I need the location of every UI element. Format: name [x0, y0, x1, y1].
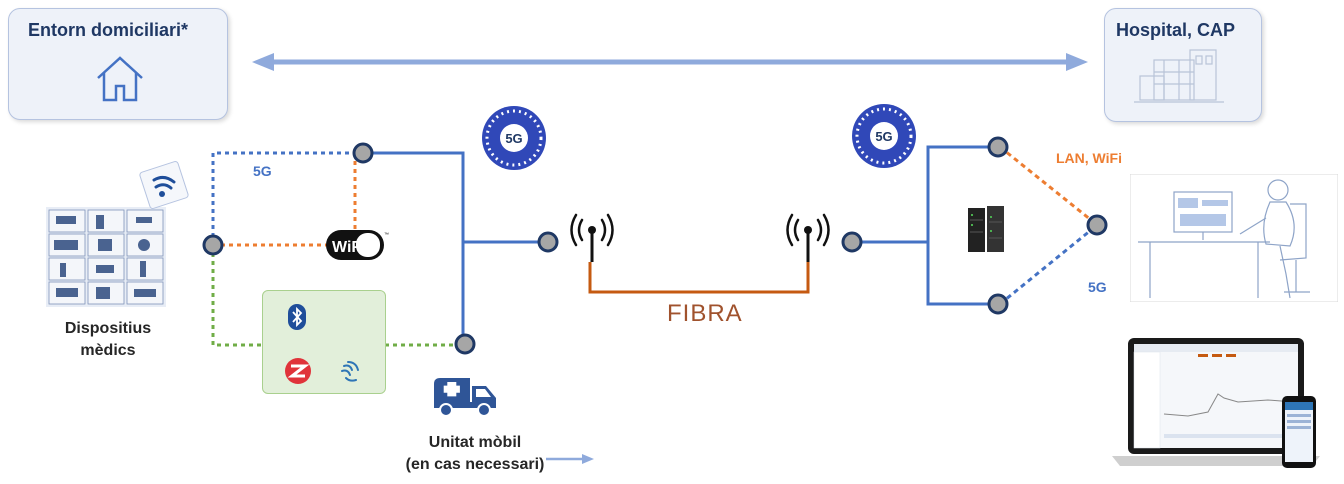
- fibra-label: FIBRA: [667, 300, 743, 327]
- mobile-unit-label-line2: (en cas necessari): [405, 456, 545, 473]
- devices-label: Dispositius mèdics: [40, 318, 176, 362]
- node-right-bottom: [987, 293, 1009, 315]
- zigbee-icon: [285, 358, 311, 384]
- laptop-dashboard-icon: [1098, 322, 1342, 482]
- house-icon: [97, 56, 143, 102]
- ambulance-icon: [434, 378, 496, 417]
- hospital-title: Hospital, CAP: [1116, 20, 1236, 40]
- svg-text:™: ™: [384, 232, 389, 238]
- left-5g-label: 5G: [253, 163, 272, 179]
- hospital-icon: [1134, 49, 1224, 103]
- node-mobile: [454, 333, 476, 355]
- node-top-left: [352, 142, 374, 164]
- 5g-badge-right-text: 5G: [875, 129, 892, 144]
- double-arrow: [252, 53, 1088, 71]
- mobile-unit-label: Unitat mòbil (en cas necessari): [400, 432, 550, 476]
- medical-devices-image: [46, 207, 166, 307]
- wifi-logo-icon: WiFi ™: [326, 230, 389, 260]
- right-blue-line: [926, 145, 996, 306]
- mobile-unit-label-line1: Unitat mòbil: [428, 434, 522, 451]
- node-right-top: [987, 136, 1009, 158]
- home-environment-box: [8, 8, 228, 120]
- fiber-line: [588, 262, 810, 294]
- short-range-box: [262, 290, 386, 394]
- bluetooth-icon: [288, 304, 306, 330]
- node-right-end: [1086, 214, 1108, 236]
- right-5g-label: 5G: [1088, 279, 1107, 295]
- 5g-badge-left-text: 5G: [505, 131, 522, 146]
- left-blue-line: [362, 151, 465, 345]
- short-arrow: [546, 454, 594, 464]
- node-left-hub: [202, 234, 224, 256]
- hospital-box: [1104, 8, 1262, 122]
- node-left-antenna: [537, 231, 559, 253]
- wifi-logo-text: WiFi: [332, 239, 366, 256]
- wifi-signal-icon: [139, 161, 189, 209]
- right-lan-label: LAN, WiFi: [1056, 150, 1122, 166]
- devices-label-line1: Dispositius: [64, 320, 152, 337]
- node-right-antenna: [841, 231, 863, 253]
- 5g-badge-left: 5G: [482, 106, 546, 170]
- devices-label-line2: mèdics: [80, 342, 136, 359]
- antenna-icon-right: [786, 213, 830, 262]
- 5g-badge-right: 5G: [852, 104, 916, 168]
- doctor-desk-icon: [1130, 174, 1338, 302]
- left-5g-dotted: [211, 151, 362, 245]
- home-environment-title: Entorn domiciliari*: [28, 20, 189, 40]
- antenna-icon-left: [570, 213, 614, 262]
- server-rack-icon: [968, 206, 1004, 252]
- nfc-icon: [341, 361, 359, 382]
